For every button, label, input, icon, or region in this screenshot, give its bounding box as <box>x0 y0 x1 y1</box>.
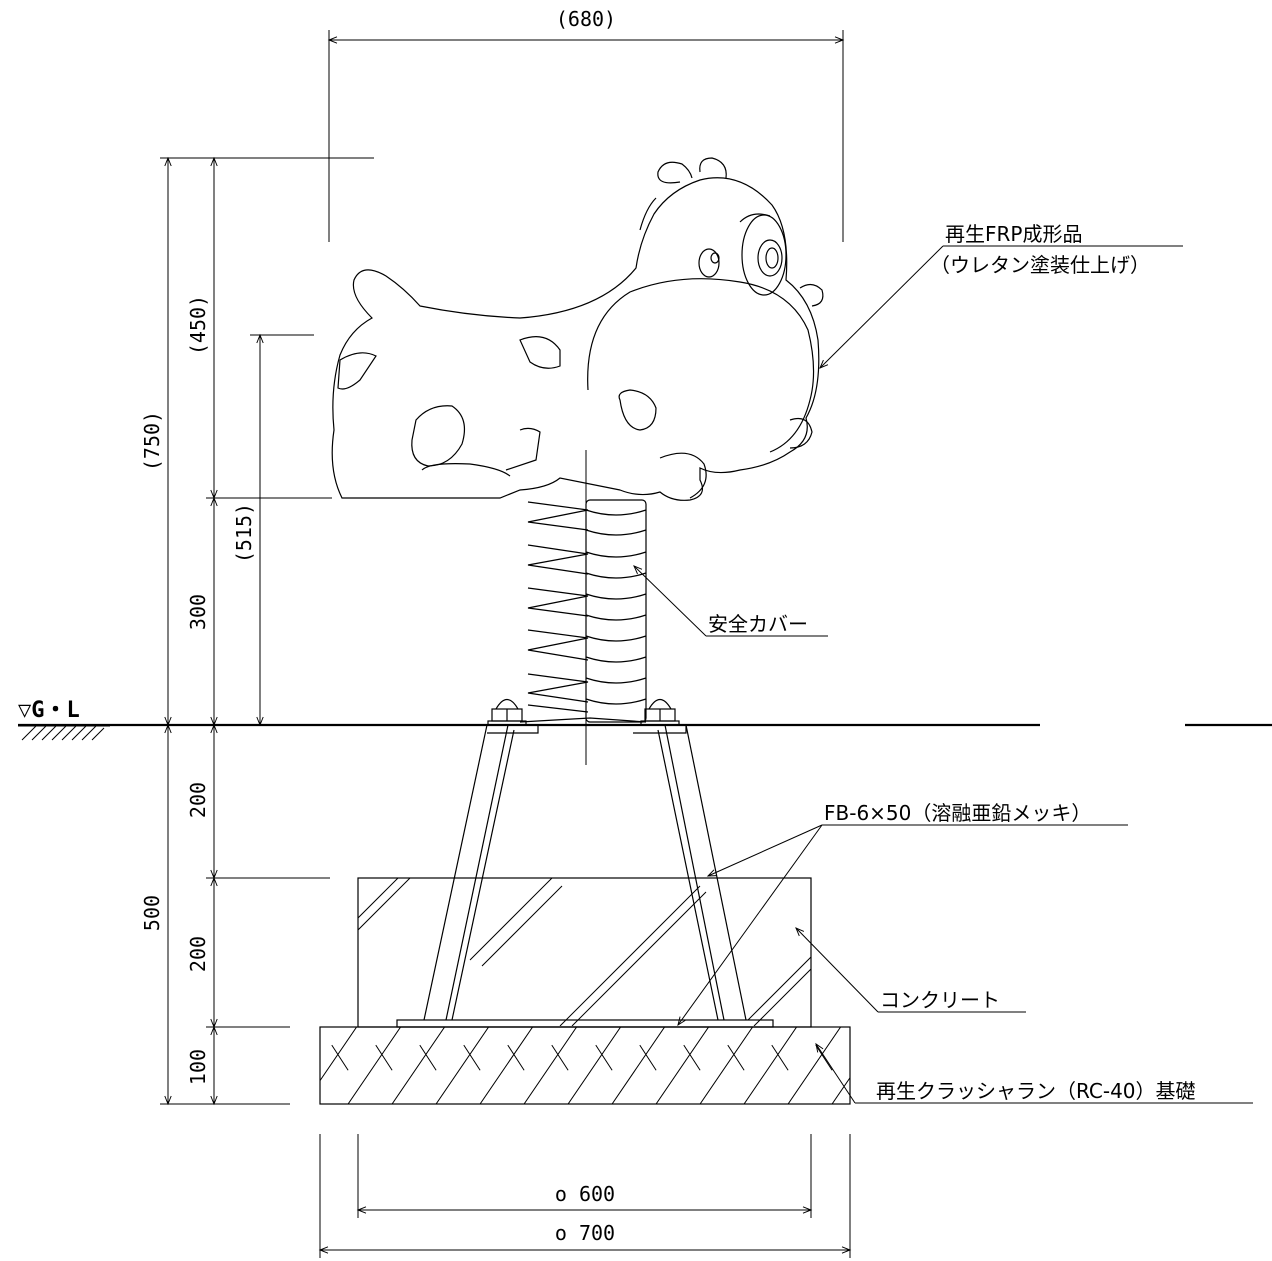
label-frame: FB-6×50（溶融亜鉛メッキ） <box>677 801 1128 1027</box>
crusher-run-base <box>319 1026 851 1105</box>
frame-label: FB-6×50（溶融亜鉛メッキ） <box>824 801 1091 825</box>
body-material-line1: 再生FRP成形品 <box>945 222 1082 246</box>
dim-base-width-text: o 700 <box>555 1221 615 1245</box>
dim-width-top: (680) <box>327 7 845 242</box>
dim-seat-text: (515) <box>232 503 256 563</box>
label-base: 再生クラッシャラン（RC-40）基礎 <box>815 1042 1253 1104</box>
dim-width-top-text: (680) <box>556 7 616 31</box>
dim-frame-depth-text: 200 <box>186 782 210 818</box>
base-label: 再生クラッシャラン（RC-40）基礎 <box>876 1079 1196 1103</box>
bolt-right <box>640 698 680 726</box>
dim-concrete-depth-text: 200 <box>186 936 210 972</box>
body-material-line2: （ウレタン塗装仕上げ） <box>930 253 1150 277</box>
dim-depth-total-text: 500 <box>140 895 164 931</box>
concrete-label: コンクリート <box>880 988 1000 1012</box>
ground-level-label: ▽G・L <box>18 698 80 723</box>
cover-label: 安全カバー <box>708 612 808 636</box>
label-concrete: コンクリート <box>795 927 1026 1013</box>
ground-hatch <box>18 725 110 741</box>
dim-base-depth-text: 100 <box>186 1049 210 1085</box>
dim-vertical-left: (750) (450) 300 (515) 300 200 500 200 10… <box>140 156 374 1106</box>
dim-spring-text: 300 <box>186 594 210 630</box>
label-body-material: 再生FRP成形品 （ウレタン塗装仕上げ） <box>819 222 1183 369</box>
steel-frame <box>396 724 774 1028</box>
dim-width-bottom: o 600 o 700 <box>318 1134 852 1258</box>
dim-height-total-text: (750) <box>140 411 164 471</box>
label-cover: 安全カバー <box>633 565 828 637</box>
dim-concrete-width-text: o 600 <box>555 1182 615 1206</box>
animal-body <box>331 157 824 501</box>
spring-assembly <box>519 450 647 765</box>
dim-height-body-text: (450) <box>186 295 210 355</box>
bolt-left <box>487 698 527 726</box>
